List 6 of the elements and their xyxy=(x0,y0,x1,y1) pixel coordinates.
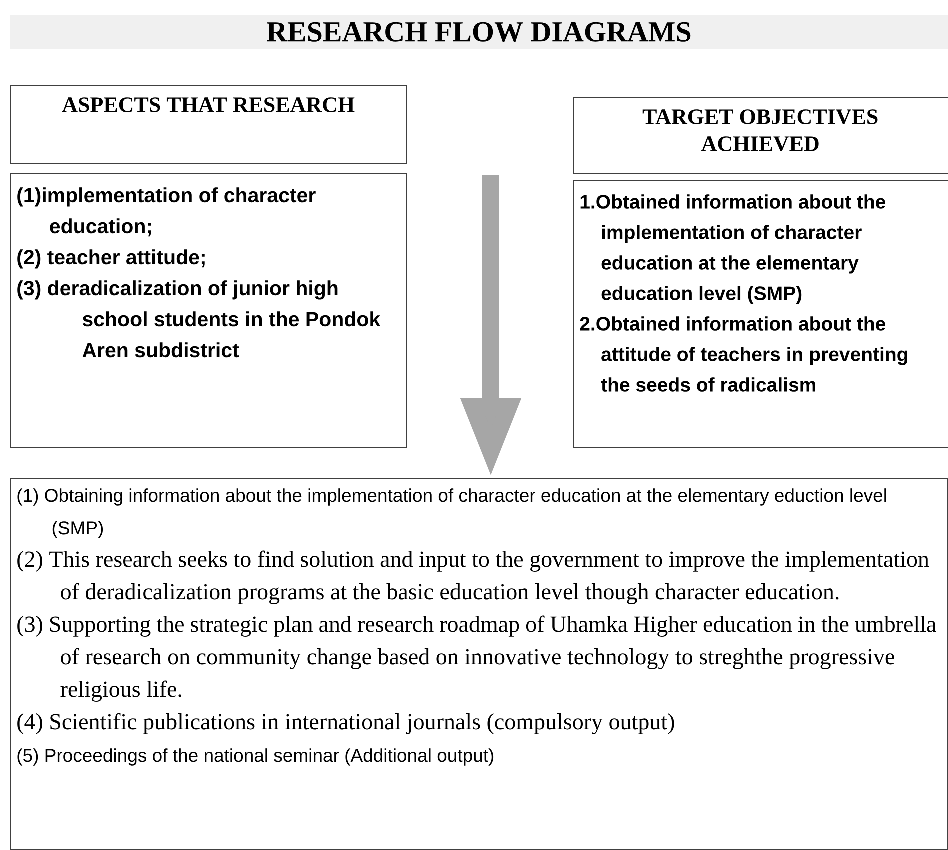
heading-box: ASPECTS THAT RESEARCH xyxy=(10,85,408,164)
heading-box: TARGET OBJECTIVES ACHIEVED xyxy=(573,97,948,174)
outcome-box: (1) Obtaining information about the implementation of character education at the elementary eduction level (SMP) (2) This research seeks to find solution and input to the government to improve the implementation of deradicalization programs at the basic education level though character education. (3) Supporting the strategic plan and research roadmap of Uhamka Higher education in the umbrella of research on community change based on innovative technology to streghthe progressive religious life. (4) Scientific publications in international journals (compulsory output) (5) Proceedings of the national seminar (Additional output) xyxy=(10,478,948,850)
title: RESEARCH FLOW DIAGRAMS xyxy=(10,15,948,50)
list-box: (1)implementation of character education; (2) teacher attitude; (3) deradicalization of junior high school students in the Pondok Aren subdistrict xyxy=(10,173,408,448)
list-box: 1.Obtained information about the implementation of character education at the elementary education level (SMP) 2.Obtained information about the attitude of teachers in preventing the seeds of radicalism xyxy=(573,180,948,448)
